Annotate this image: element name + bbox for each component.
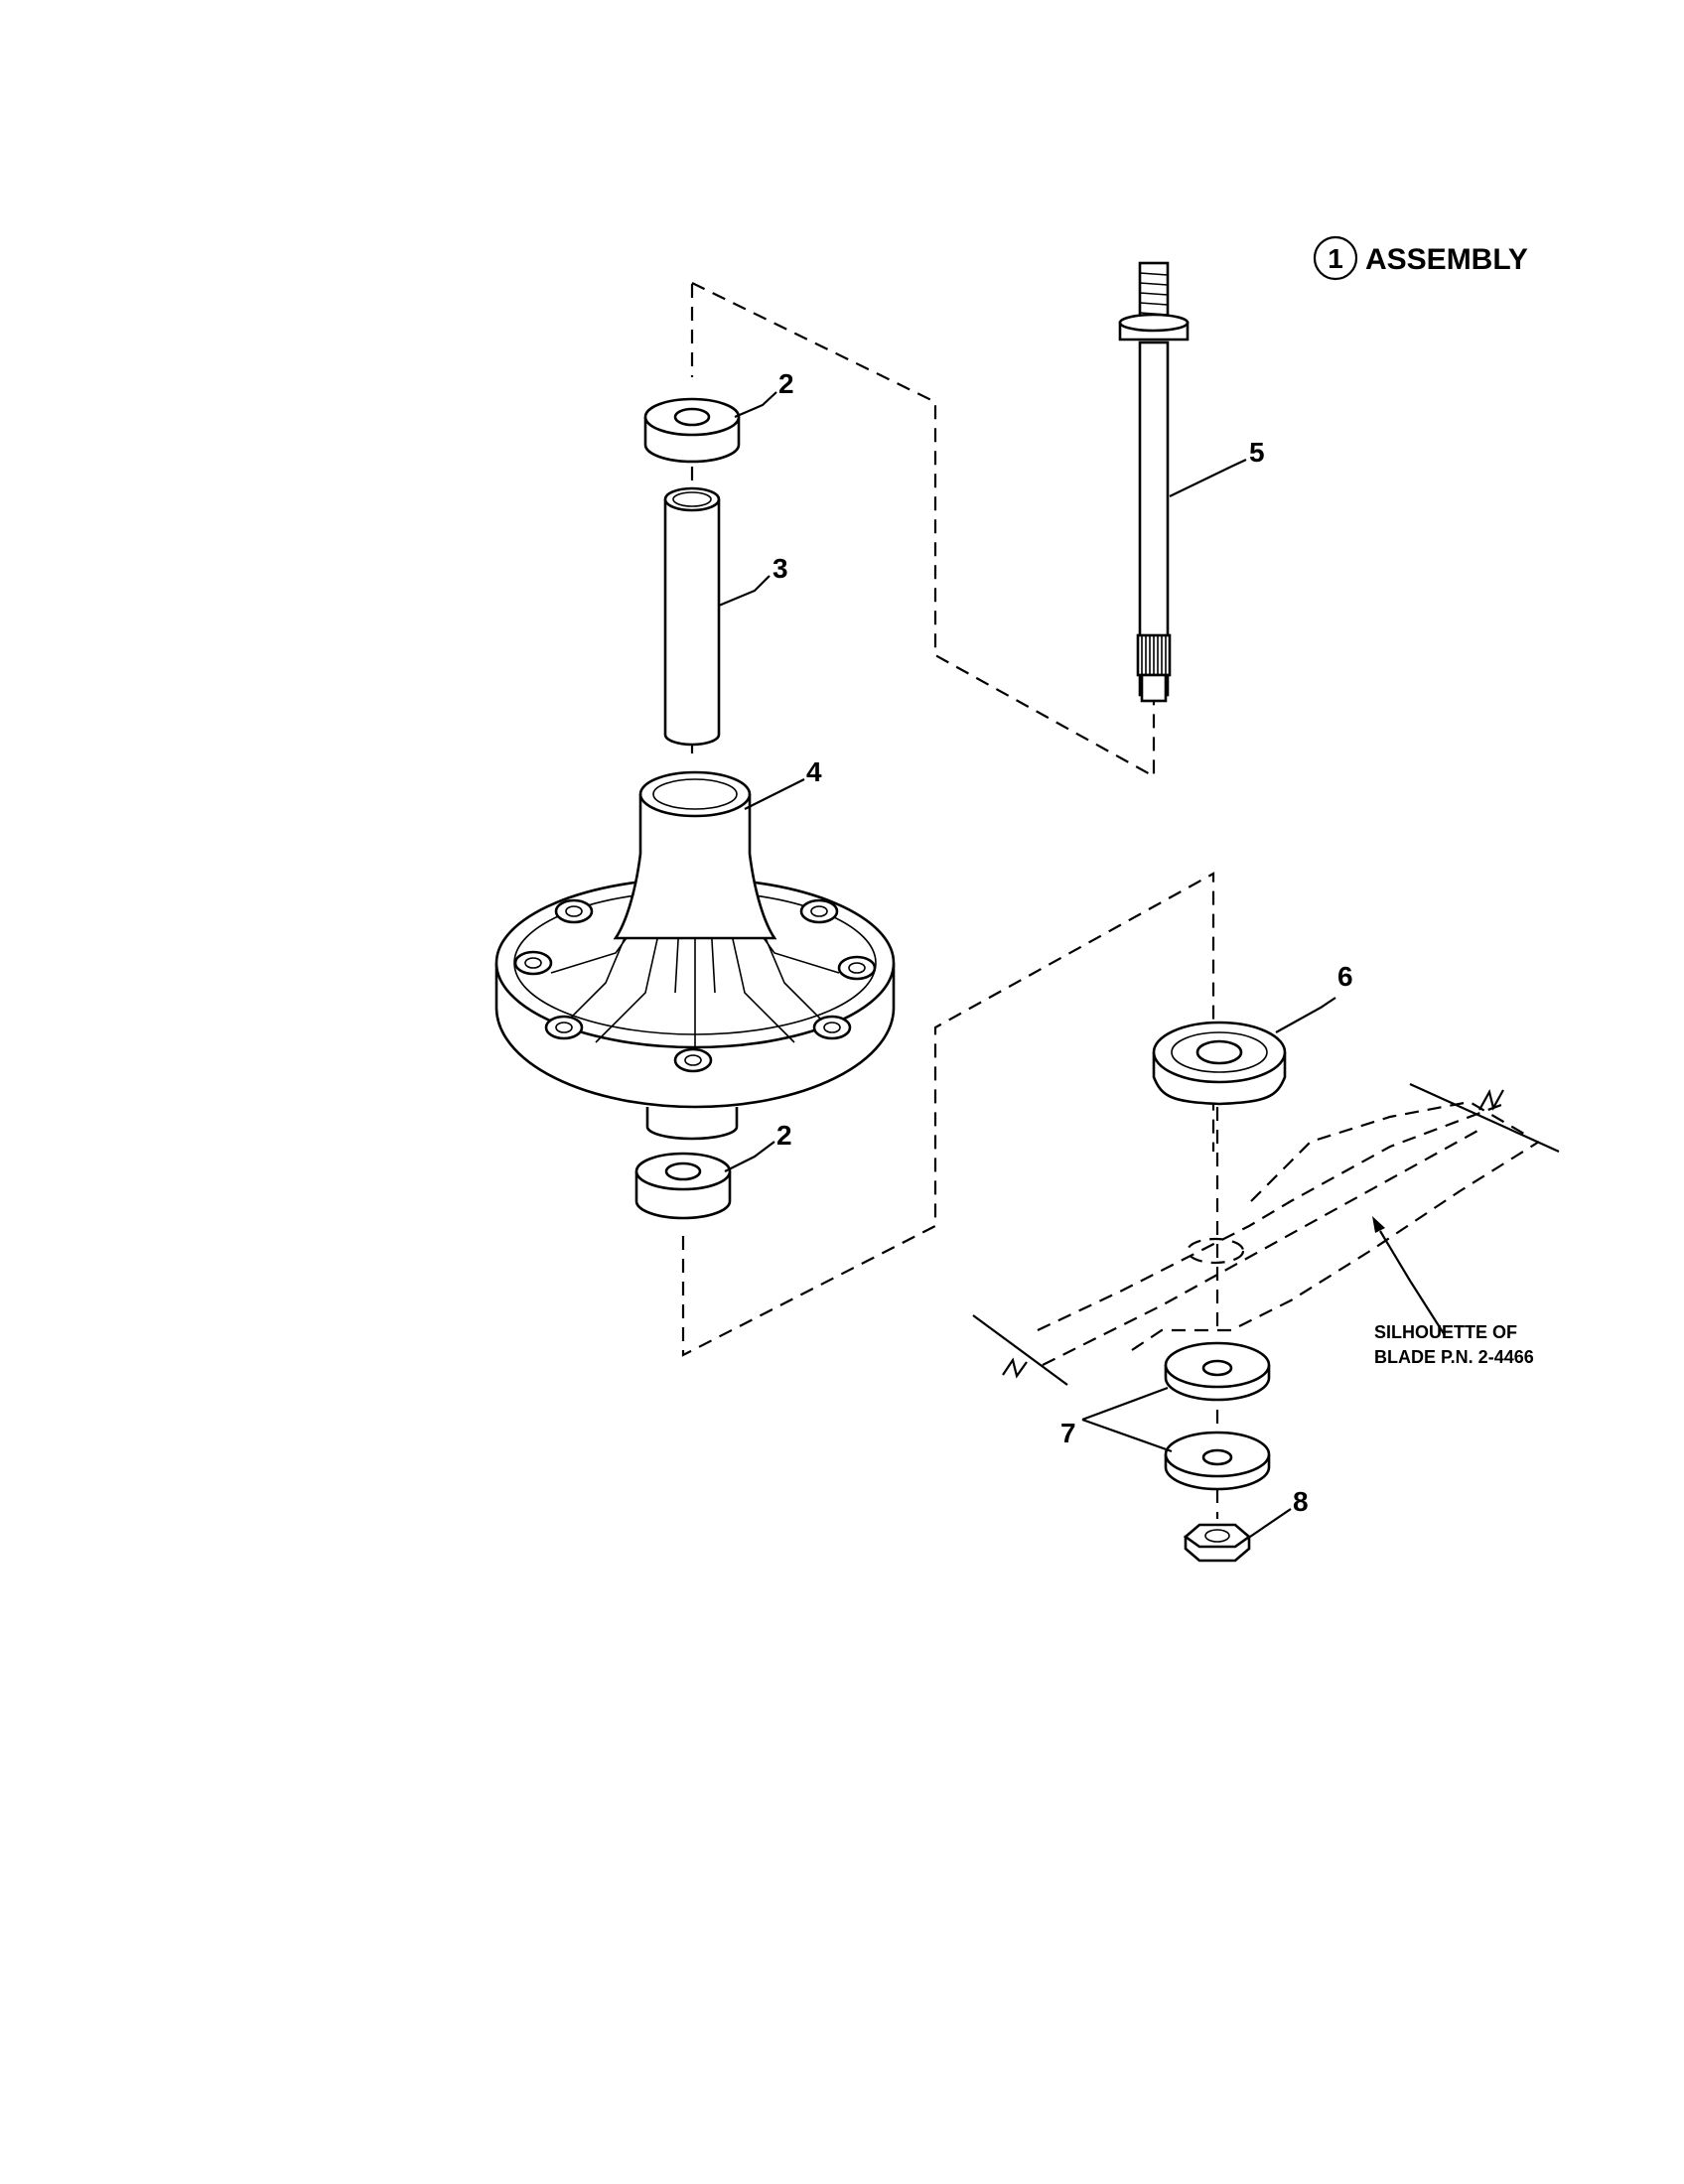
washer-bottom-hole	[1201, 1448, 1233, 1466]
callout-6: 6	[1337, 961, 1353, 992]
blade-note-line1: SILHOUETTE OF	[1374, 1322, 1517, 1342]
blade-center-hole	[1186, 1237, 1245, 1265]
leader-note-arrow	[1372, 1216, 1385, 1233]
housing-bolt-bosses	[513, 898, 877, 1073]
shaft-thread-top	[1138, 261, 1170, 323]
callout-2-bottom: 2	[776, 1120, 792, 1151]
bearing-bottom-bore	[664, 1161, 702, 1181]
hex-nut-bore	[1204, 1529, 1230, 1543]
housing-hub	[613, 794, 777, 940]
title-callout-number: 1	[1328, 243, 1343, 274]
bearing-bottom	[634, 1152, 732, 1220]
leader-6	[1275, 997, 1336, 1033]
shaft-collar-top	[1118, 313, 1190, 333]
spindle-housing	[494, 770, 896, 1141]
blade-dimension-left	[972, 1314, 1068, 1386]
break-mark-right	[1478, 1089, 1504, 1111]
blade-note: SILHOUETTE OF BLADE P.N. 2-4466	[1374, 1322, 1534, 1367]
washer-bottom	[1164, 1431, 1271, 1491]
callout-5: 5	[1249, 437, 1265, 468]
callout-4: 4	[806, 756, 822, 787]
leader-7-b	[1081, 1418, 1173, 1453]
callout-8: 8	[1293, 1486, 1309, 1517]
blade-note-line2: BLADE P.N. 2-4466	[1374, 1347, 1534, 1367]
spacer-tube-bore	[672, 491, 712, 507]
leader-4	[744, 778, 805, 810]
shaft-thread-bottom	[1140, 673, 1168, 703]
alignment-line	[691, 282, 1156, 778]
break-mark-left	[1002, 1357, 1028, 1379]
spacer-tube-body	[663, 499, 721, 747]
spindle-shaft	[1118, 261, 1190, 703]
leader-note	[1379, 1230, 1446, 1336]
housing-hub-bore	[652, 778, 738, 810]
leader-5	[1169, 459, 1247, 497]
blade-edge	[1042, 1129, 1480, 1366]
title-text: ASSEMBLY	[1365, 243, 1528, 276]
washer-top-hole	[1201, 1359, 1233, 1377]
blade-edge	[1131, 1141, 1540, 1351]
housing-bottom-boss	[645, 1107, 739, 1141]
leader-3	[718, 575, 771, 608]
callouts: 2 3 4 2 5 6 7 8	[772, 368, 1353, 1517]
spacer-tube	[663, 486, 721, 747]
bearing-top	[643, 397, 741, 464]
leader-2-bottom	[724, 1141, 775, 1172]
callout-7: 7	[1060, 1418, 1076, 1448]
leader-2-top	[734, 391, 777, 419]
leader-7-a	[1081, 1386, 1169, 1422]
leader-8	[1246, 1508, 1292, 1540]
bearing-top-bore	[673, 407, 711, 427]
leader-lines	[718, 391, 1446, 1540]
adapter-inner	[1171, 1031, 1268, 1073]
washer-top	[1164, 1341, 1271, 1402]
blade-edge	[1037, 1100, 1510, 1331]
blade-adapter	[1152, 1021, 1287, 1106]
assembly-title: 1 ASSEMBLY	[1313, 235, 1528, 281]
upper-alignment-lines	[690, 282, 1156, 778]
blade-dimension-right	[1409, 1082, 1560, 1154]
lower-alignment-lines	[681, 872, 1215, 1357]
callout-3: 3	[772, 553, 788, 584]
hex-nut	[1183, 1523, 1252, 1563]
adapter-hub	[1195, 1039, 1243, 1065]
blade-silhouette	[972, 1082, 1560, 1386]
blade-edge	[1250, 1100, 1530, 1202]
alignment-line	[681, 872, 1215, 1357]
callout-2-top: 2	[778, 368, 794, 399]
title-callout-circle	[1313, 235, 1358, 281]
hex-nut-top	[1183, 1523, 1252, 1549]
